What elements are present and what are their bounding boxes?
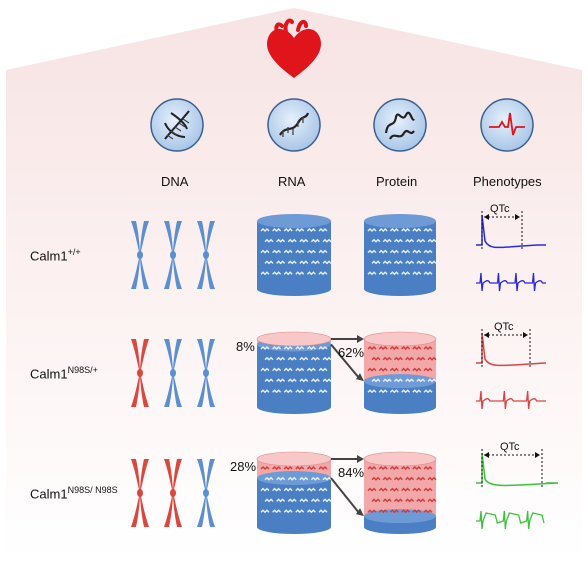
protein-percent-2: 84% [338,465,365,480]
phenotype-trace-2 [476,449,559,530]
rna-cylinder-1 [256,331,332,414]
arrow-bottom-2 [330,477,361,515]
protein-cylinder-0 [364,214,437,296]
qtc-label-0: QTc [490,203,510,215]
genotype-label-2: Calm1N98S/ N98S [30,485,118,501]
chromosome-1-1 [164,339,182,407]
row-0 [131,211,546,296]
genotype-label-0: Calm1+/+ [30,247,81,263]
phenotype-trace-0 [476,211,546,292]
rna-cylinder-0 [257,214,332,296]
genotype-superscript: N98S/+ [67,365,98,375]
chromosome-2-2 [197,459,215,527]
rna-strand-icon [267,98,321,152]
column-label-protein: Protein [376,174,418,189]
genotype-superscript: N98S/ N98S [67,485,118,495]
protein-cylinder-1 [363,331,437,414]
column-label-phenotypes: Phenotypes [473,174,542,189]
genotype-superscript: +/+ [67,247,81,257]
chromosome-2-0 [131,459,149,527]
genotype-base: Calm1 [30,486,68,502]
protein-icon [373,98,427,152]
genotype-base: Calm1 [30,248,68,264]
column-label-dna: DNA [161,174,189,189]
qtc-label-1: QTc [494,321,514,333]
rna-percent-2: 28% [230,459,257,474]
genotype-base: Calm1 [30,366,68,382]
protein-percent-1: 62% [338,345,365,360]
heart-icon [267,18,321,78]
ecg-icon [480,98,534,152]
genotype-label-1: Calm1N98S/+ [30,365,98,381]
chromosome-0-2 [197,221,215,289]
row-2 [131,449,559,534]
chromosome-1-2 [197,339,215,407]
chromosome-1-0 [131,339,149,407]
chromosome-0-1 [164,221,182,289]
rna-cylinder-2 [256,451,332,534]
dna-helix-icon [150,98,204,152]
chromosome-2-1 [164,459,182,527]
protein-cylinder-2 [363,451,437,534]
arrow-bottom-1 [330,343,361,380]
phenotype-trace-1 [476,329,547,410]
column-label-rna: RNA [278,174,306,189]
row-1 [131,329,547,414]
chromosome-0-0 [131,221,149,289]
rna-percent-1: 8% [236,339,255,354]
qtc-label-2: QTc [500,441,520,453]
